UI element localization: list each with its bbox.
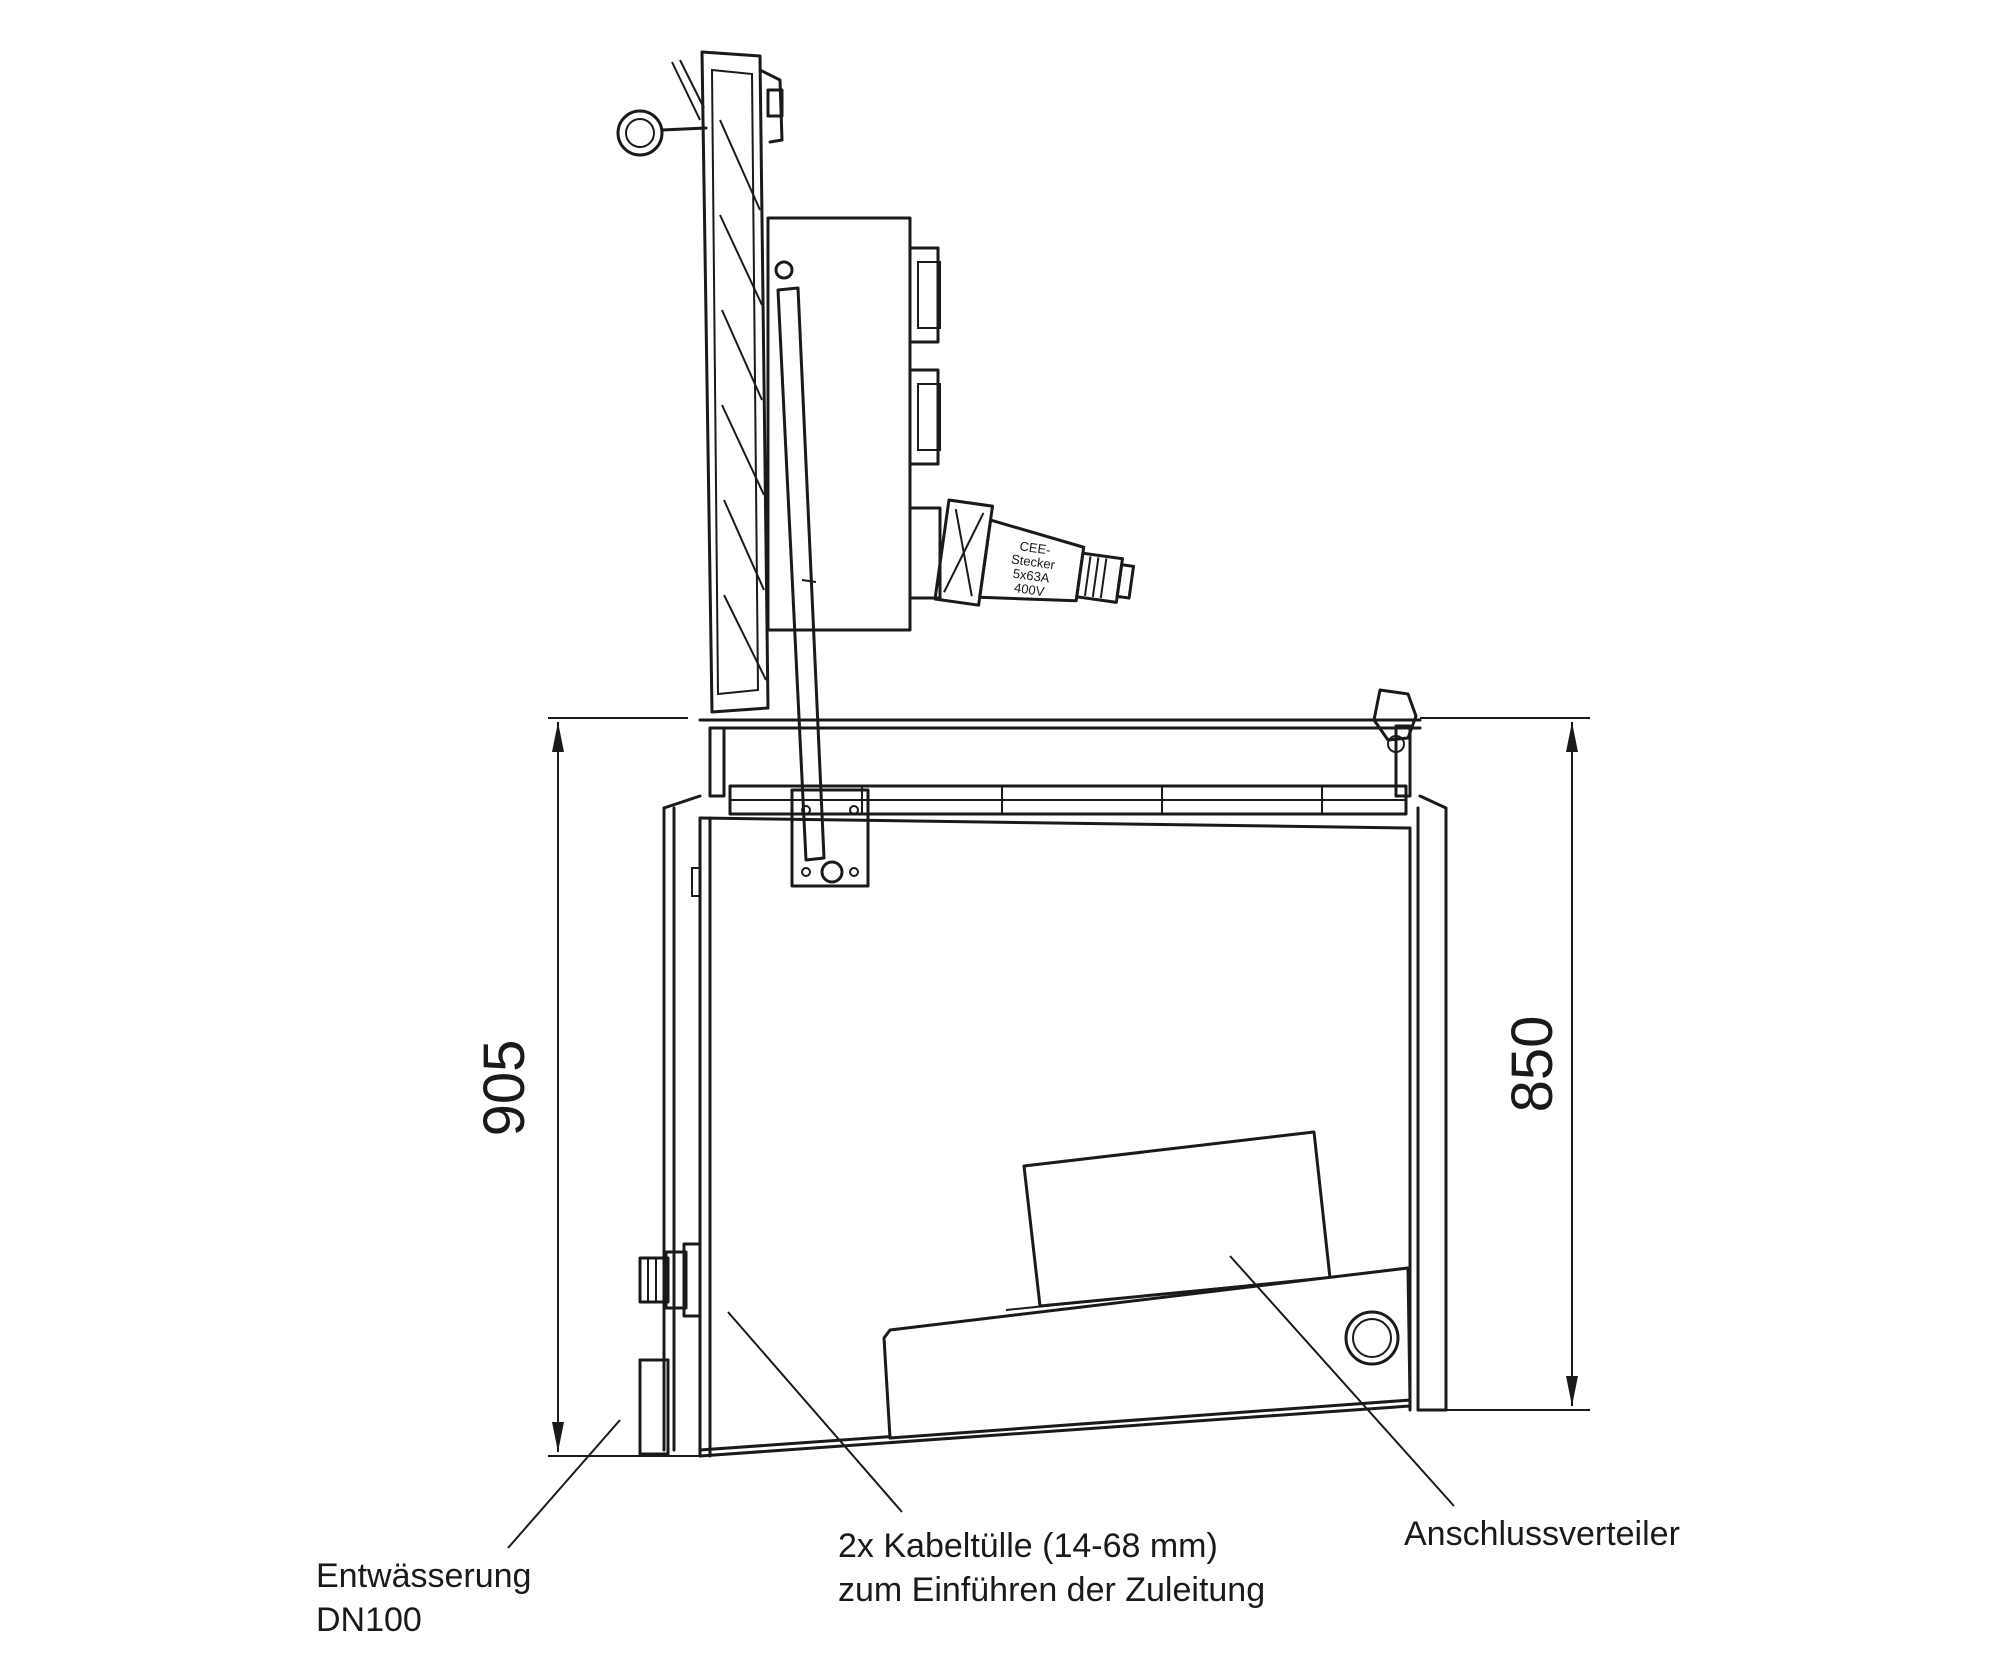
label-cable-line2: zum Einführen der Zuleitung [838,1571,1266,1609]
key-ring-icon [616,109,664,157]
label-cable-gland: 2x Kabeltülle (14-68 mm) zum Einführen d… [838,1524,1265,1612]
dimension-right: 850 [1420,717,1590,1411]
dimension-850: 850 [1500,1016,1565,1113]
label-drainage-line2: DN100 [316,1601,422,1639]
socket-housing [766,216,942,632]
label-cable-line1: 2x Kabeltülle (14-68 mm) [838,1527,1218,1565]
leader-cable-gland [727,1311,903,1513]
drainage-pipe [638,1358,670,1456]
label-drainage-line1: Entwässerung [316,1557,532,1595]
leader-drainage [507,1419,621,1549]
leader-distributor [1229,1255,1455,1507]
gas-spring [774,260,844,884]
label-distributor-text: Anschlussverteiler [1404,1515,1680,1553]
label-distributor: Anschlussverteiler [1404,1512,1680,1556]
plug-label-line3: 5x63A [1012,566,1051,586]
dimension-905: 905 [472,1040,537,1137]
open-lid [616,50,784,714]
hinge-icon [1372,688,1418,742]
cee-plug: CEE- Stecker 5x63A 400V [933,498,1136,607]
plug-label-line4: 400V [1013,580,1045,599]
label-drainage: Entwässerung DN100 [316,1554,531,1642]
plug-label-line2: Stecker [1010,551,1056,572]
connection-distributor [882,1130,1412,1440]
plug-label-line1: CEE- [1019,538,1052,557]
dimension-left: 905 [472,717,700,1457]
cable-gland [638,1242,702,1318]
